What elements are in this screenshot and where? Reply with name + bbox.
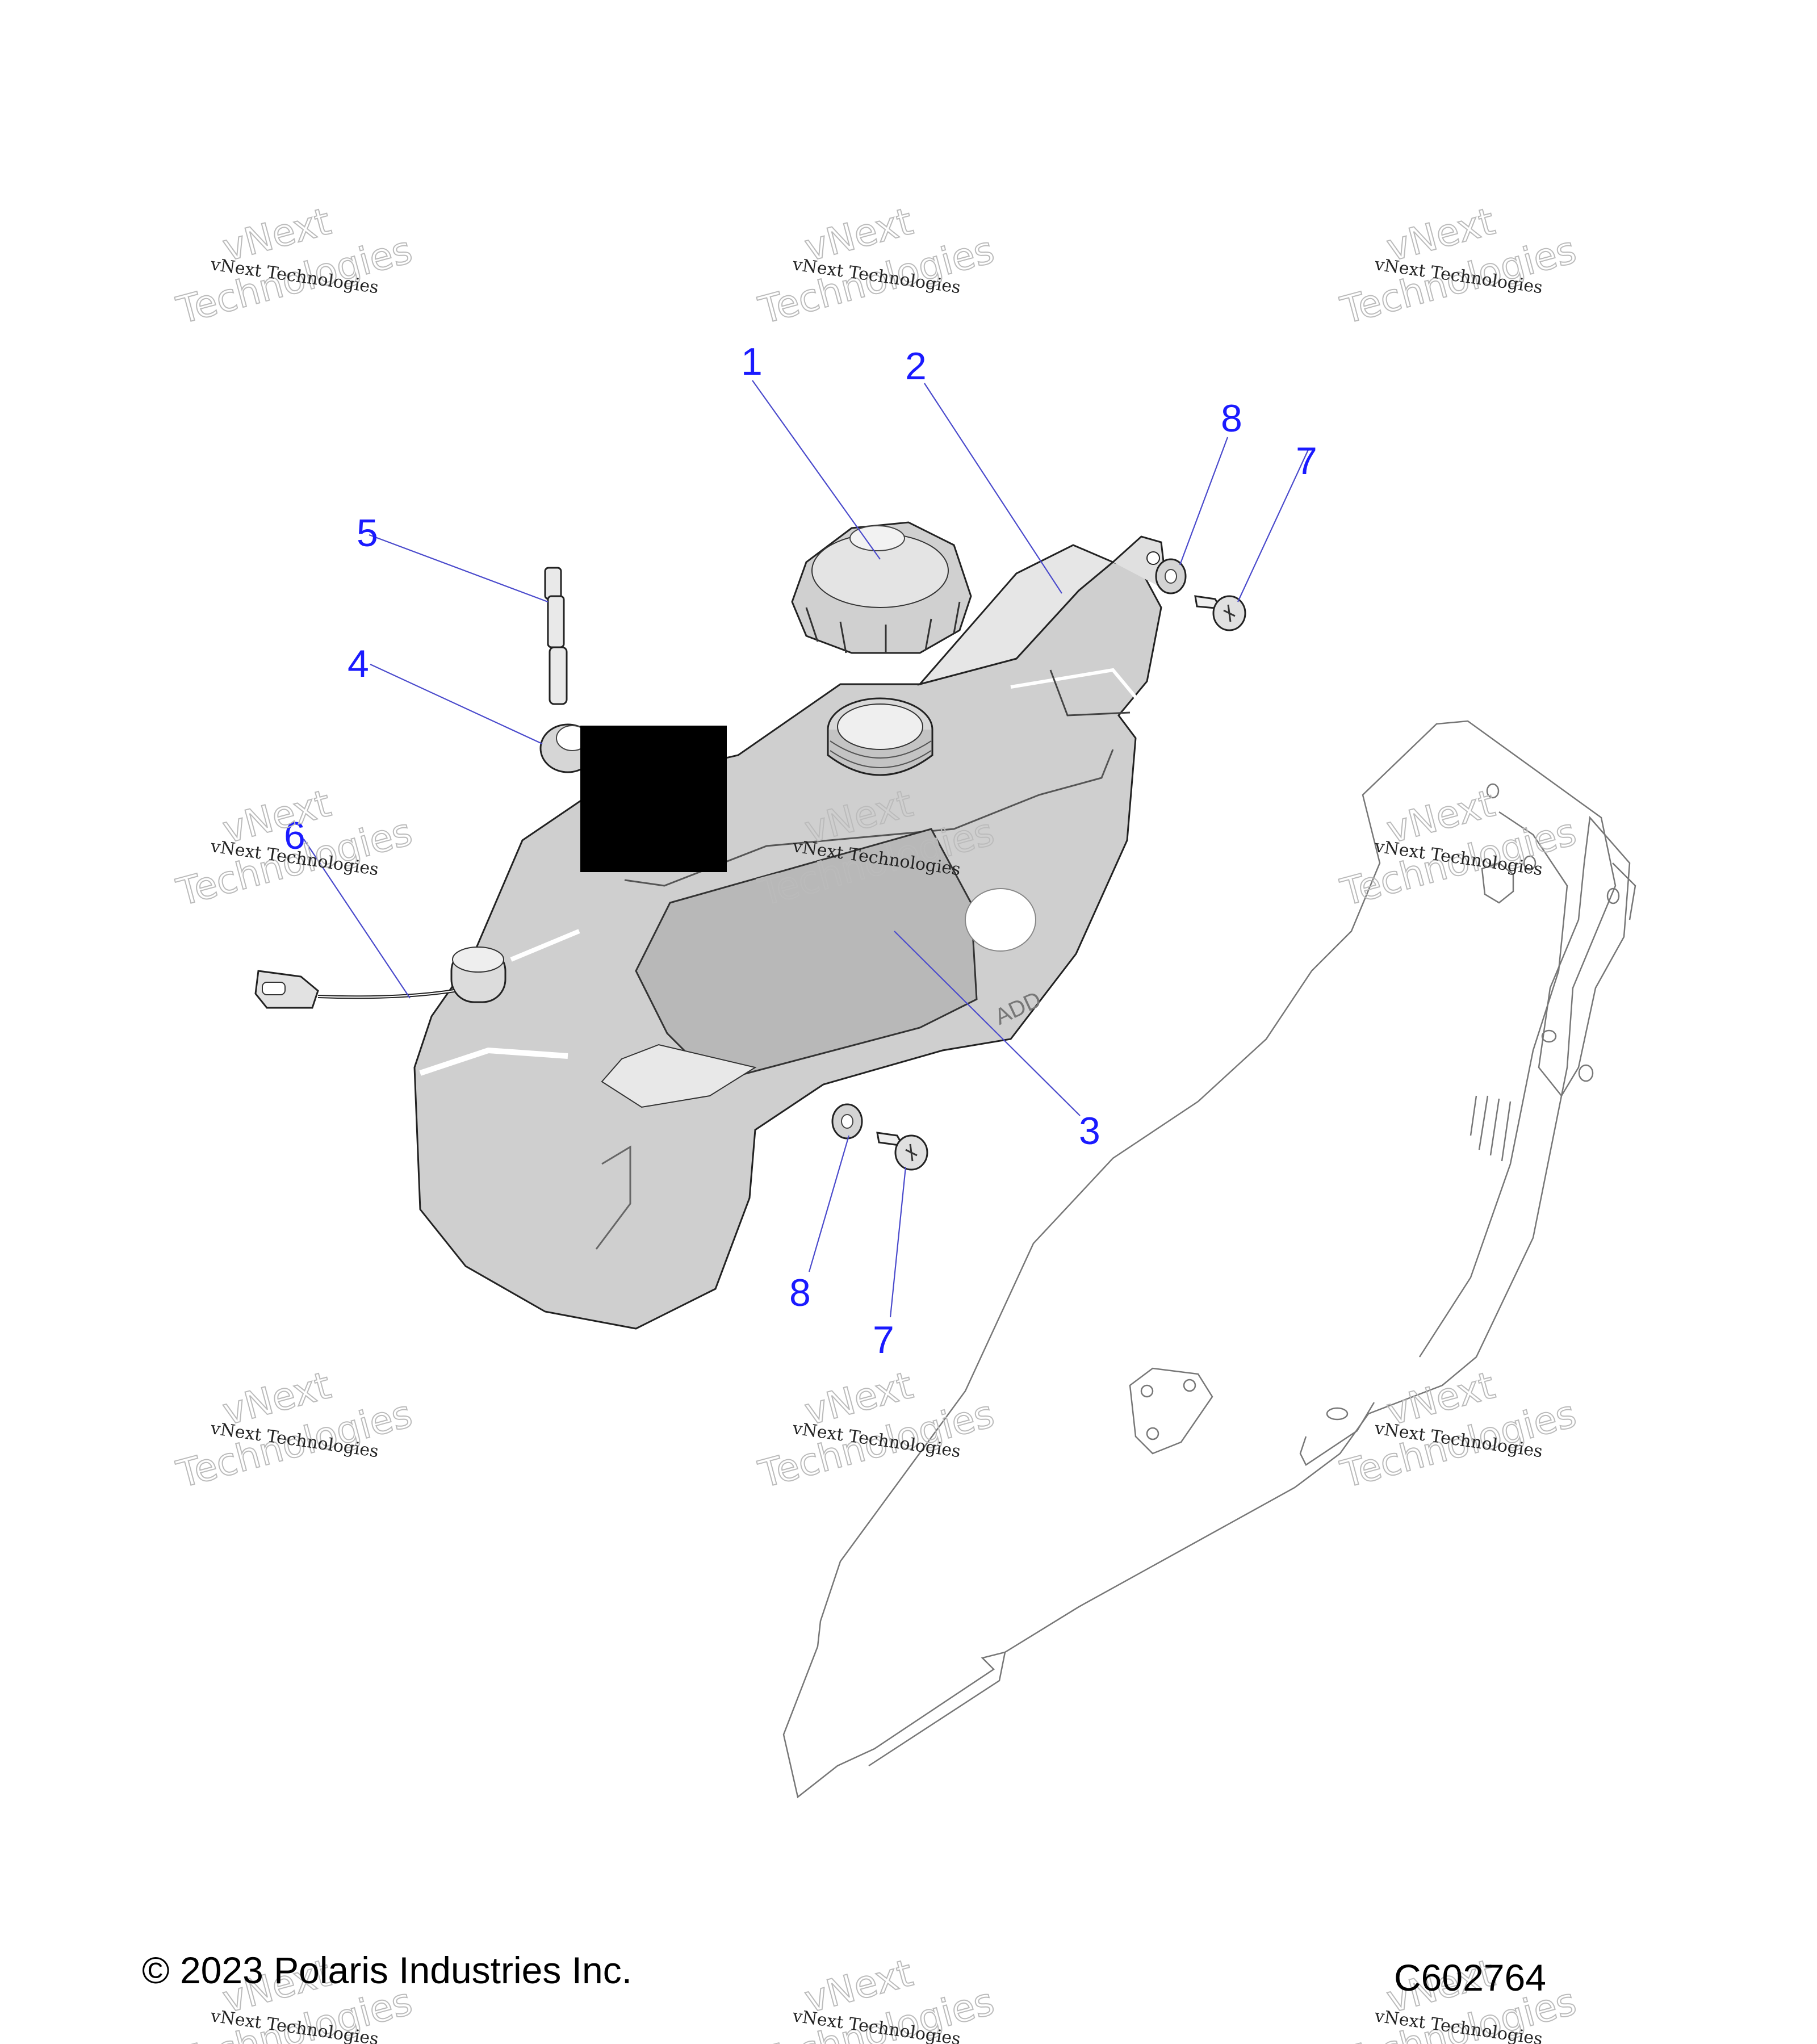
callout-2[interactable]: 2 <box>905 345 927 388</box>
filler-cap[interactable] <box>791 521 972 654</box>
level-sensor[interactable] <box>254 946 506 1009</box>
copyright-text: © 2023 Polaris Industries Inc. <box>142 1949 633 1991</box>
oil-tank[interactable]: ADD <box>413 535 1168 1330</box>
callout-7-upper[interactable]: 7 <box>1296 439 1317 483</box>
hose-fitting[interactable] <box>544 567 568 705</box>
figure-id: C602764 <box>1394 1957 1546 1999</box>
redaction-box <box>580 726 727 872</box>
tank-cover[interactable] <box>917 544 1115 686</box>
body-panel[interactable] <box>782 720 1636 1799</box>
screw-lower[interactable] <box>876 1132 928 1171</box>
callout-6[interactable]: 6 <box>284 814 305 857</box>
callout-3[interactable]: 3 <box>1079 1109 1100 1153</box>
callout-5[interactable]: 5 <box>357 512 378 555</box>
washer-upper[interactable] <box>1155 558 1187 594</box>
callout-1[interactable]: 1 <box>741 340 763 383</box>
callout-7-lower[interactable]: 7 <box>873 1318 894 1362</box>
callout-4[interactable]: 4 <box>348 642 369 685</box>
leader-lines <box>303 380 1309 1318</box>
callouts: 1 2 8 7 5 4 6 3 8 7 <box>284 340 1317 1362</box>
callout-8-upper[interactable]: 8 <box>1221 397 1242 440</box>
filler-neck <box>827 697 933 776</box>
washer-lower[interactable] <box>831 1103 863 1140</box>
screw-upper[interactable] <box>1194 595 1246 631</box>
callout-8-lower[interactable]: 8 <box>789 1271 811 1314</box>
